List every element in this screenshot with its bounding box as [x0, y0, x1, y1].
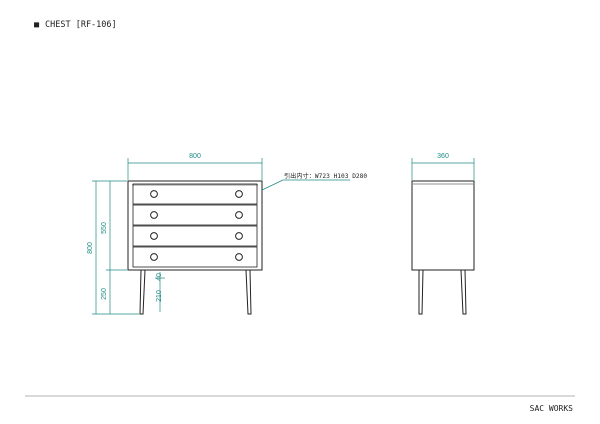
drawing-title: CHEST [RF-106] — [45, 20, 117, 30]
side-leg-front — [418, 269, 424, 315]
title-marker: ■ — [34, 20, 40, 30]
front-drawer-1 — [132, 183, 258, 205]
dimension-lines — [92, 158, 475, 315]
side-view — [411, 180, 475, 315]
dim-leg-height-label: 250 — [101, 288, 108, 300]
dim-side-depth-label: 360 — [437, 153, 449, 160]
side-leg-back — [460, 269, 467, 315]
dim-total-height-label: 800 — [87, 242, 94, 254]
footer-brand: SAC WORKS — [530, 404, 574, 413]
drawer-knob-2-left — [150, 211, 158, 219]
front-cabinet-body — [127, 180, 263, 271]
front-drawer-3 — [132, 225, 258, 247]
front-view — [127, 180, 263, 315]
drawer-knob-4-left — [150, 253, 158, 261]
dim-leg-inner-label: 210 — [156, 290, 163, 302]
drawer-knob-4-right — [235, 253, 243, 261]
dim-front-width-label: 800 — [189, 153, 201, 160]
front-leg-right — [245, 269, 252, 315]
drawer-knob-3-right — [235, 232, 243, 240]
front-drawer-2 — [132, 204, 258, 226]
dim-leg-offset-label: 40 — [156, 273, 163, 281]
drawer-leader-line — [261, 179, 284, 191]
drawer-knob-3-left — [150, 232, 158, 240]
front-drawer-4 — [132, 246, 258, 268]
front-leg-left — [139, 269, 146, 315]
drawer-knob-2-right — [235, 211, 243, 219]
side-cabinet-body — [411, 180, 475, 271]
dim-body-height-label: 550 — [101, 222, 108, 234]
drawer-inner-dimension-note: 引出内寸：W723 H103 D280 — [284, 172, 367, 180]
drawer-knob-1-left — [150, 190, 158, 198]
drawer-knob-1-right — [235, 190, 243, 198]
